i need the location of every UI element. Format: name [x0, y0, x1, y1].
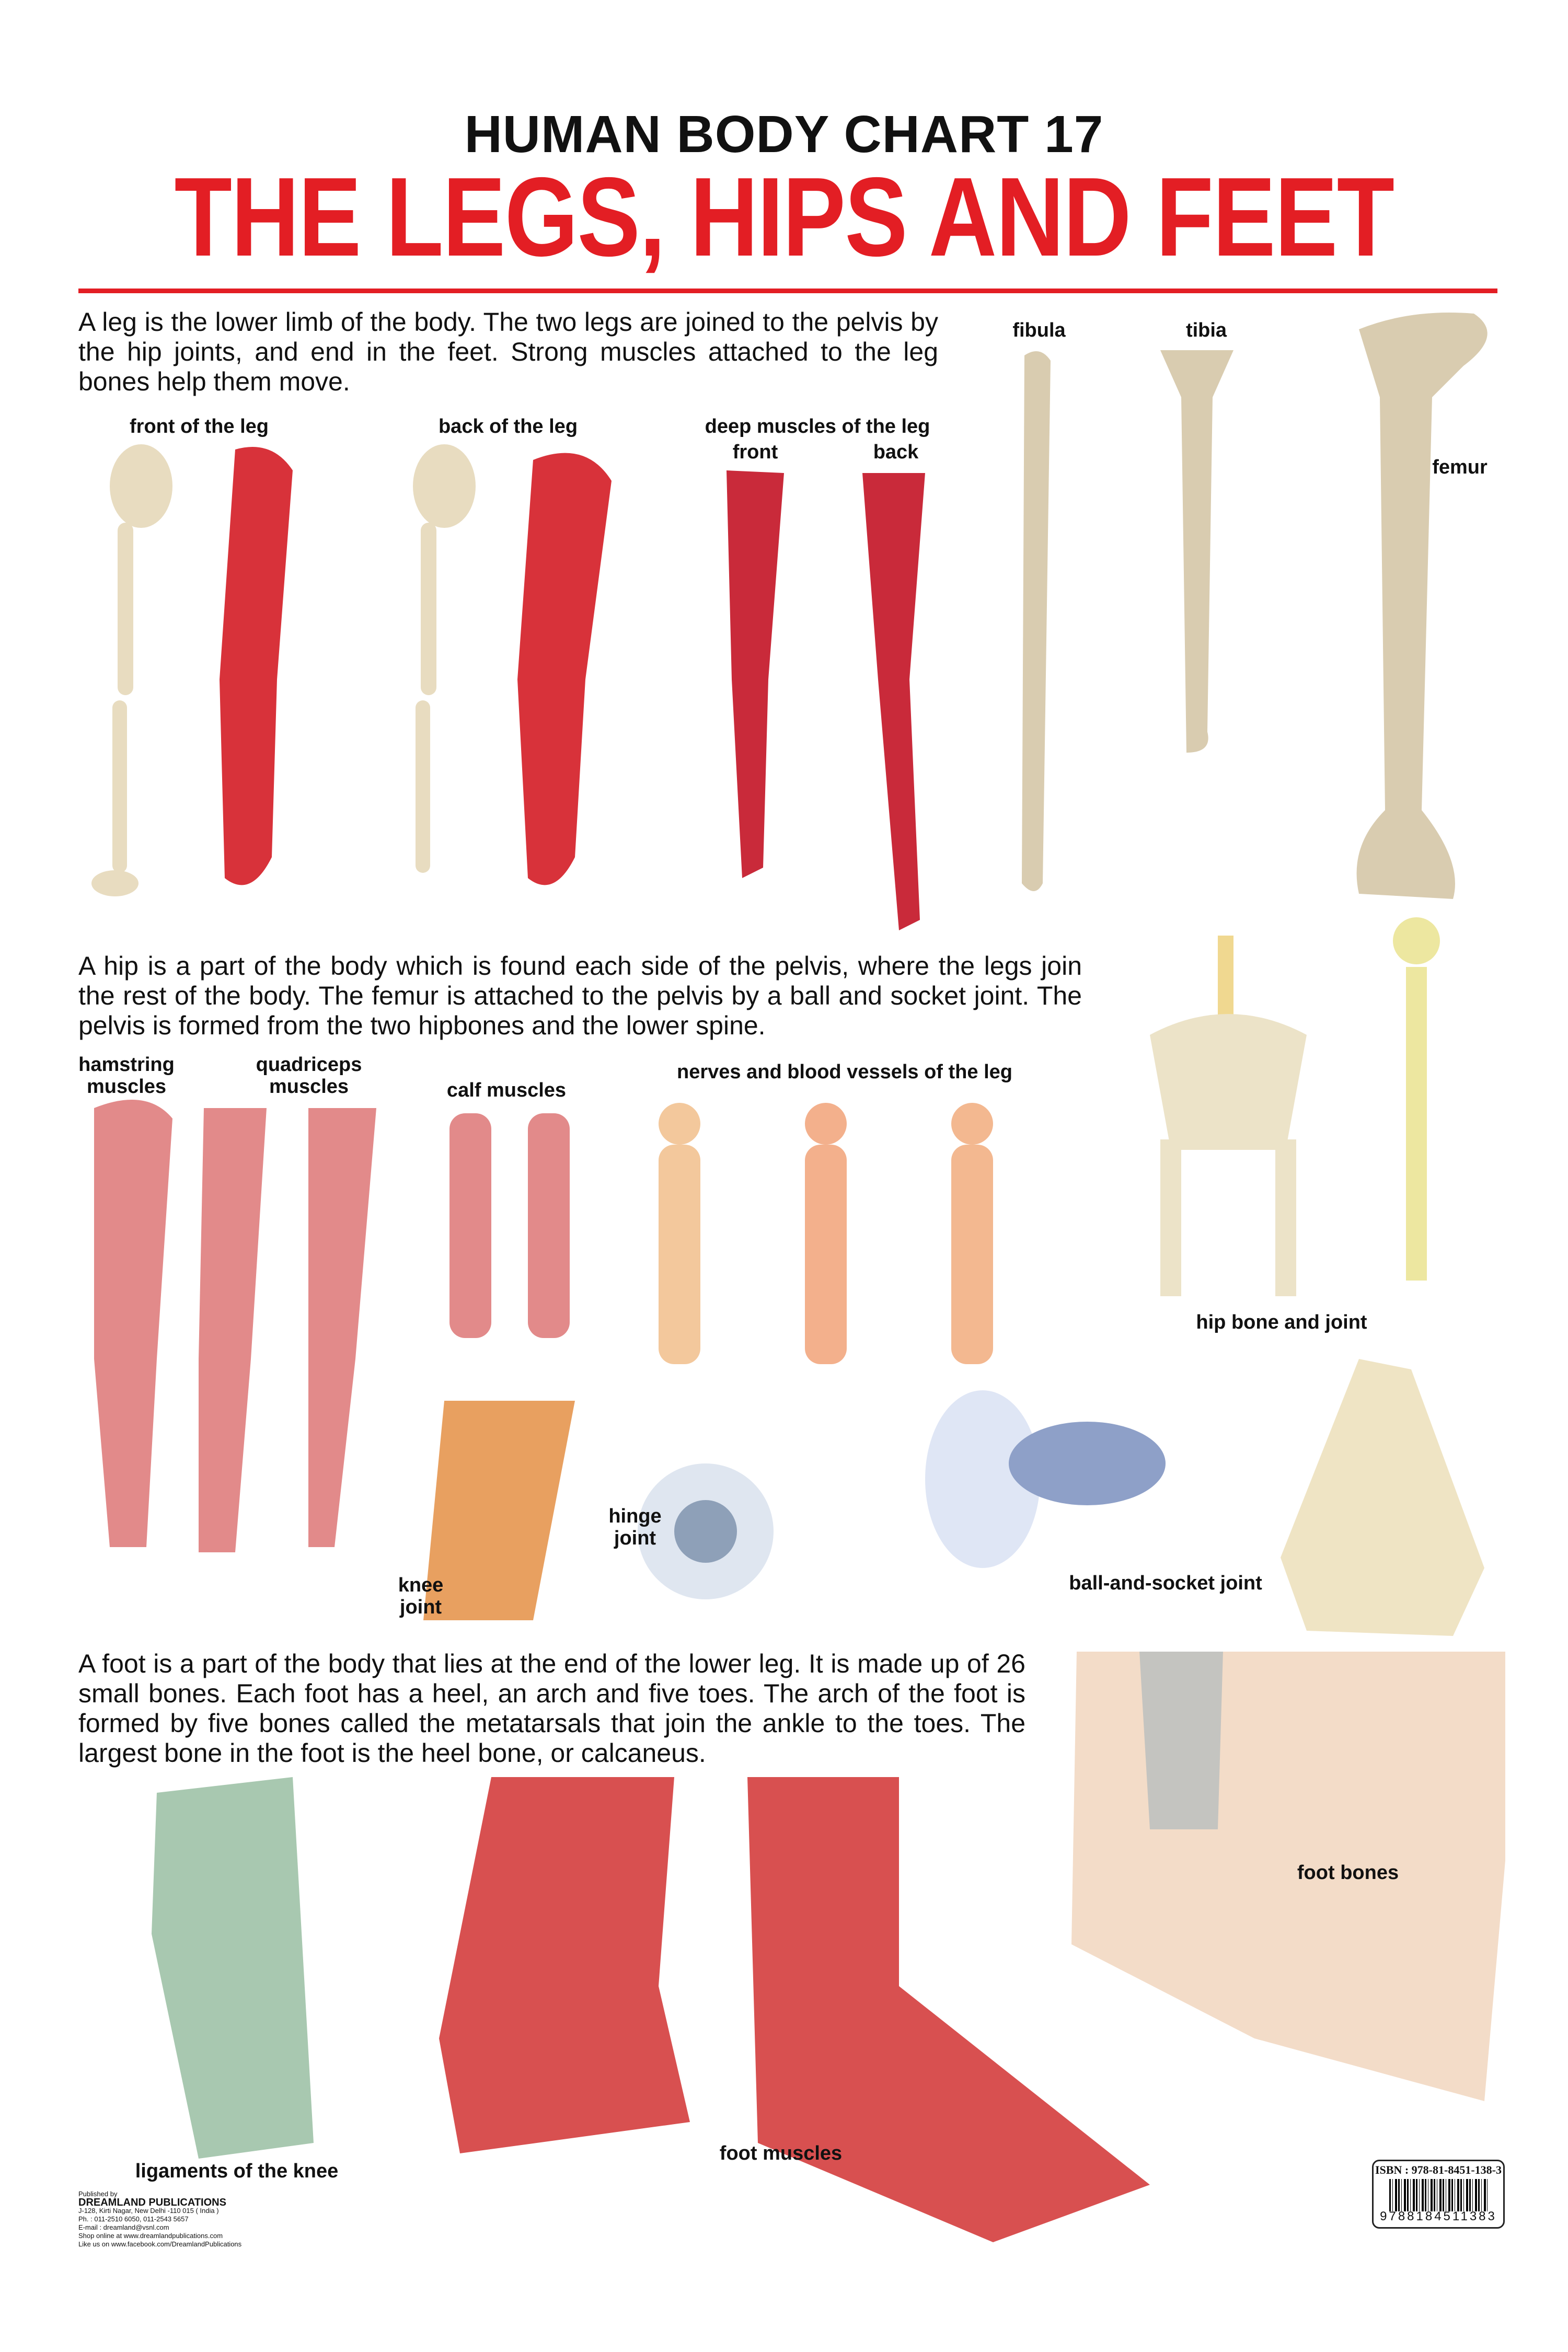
leg-skeleton-back [413, 444, 476, 873]
legs-paragraph: A leg is the lower limb of the body. The… [78, 307, 938, 396]
published-by: Published by [78, 2190, 118, 2198]
label-hamstring: hamstring muscles [78, 1054, 175, 1098]
quadriceps-muscles-2 [308, 1108, 376, 1547]
label-hinge-joint: hinge joint [608, 1505, 662, 1549]
publisher-shop: Shop online at www.dreamlandpublications… [78, 2232, 223, 2240]
foot-muscles-back-illustration [439, 1777, 690, 2153]
label-quadriceps: quadriceps muscles [256, 1054, 362, 1098]
barcode [1389, 2179, 1488, 2211]
circulatory-figure [951, 1103, 993, 1364]
publisher-facebook: Like us on www.facebook.com/DreamlandPub… [78, 2240, 242, 2248]
foot-bones-illustration [1071, 1652, 1505, 2101]
label-front-of-leg: front of the leg [130, 416, 269, 437]
label-calf: calf muscles [446, 1079, 567, 1101]
barcode-number: 9788184511383 [1380, 2209, 1497, 2223]
chart-subtitle: HUMAN BODY CHART 17 [464, 105, 1104, 164]
foot-muscles-illustration [747, 1777, 1150, 2242]
deep-muscles-front [727, 470, 784, 878]
label-ligaments: ligaments of the knee [135, 2160, 339, 2182]
calf-muscles-left [449, 1113, 491, 1338]
chart-title: THE LEGS, HIPS AND FEET [174, 154, 1394, 280]
publisher-email: E-mail : dreamland@vsnl.com [78, 2223, 169, 2231]
hip-pelvis [1150, 936, 1307, 1296]
publisher-name: DREAMLAND PUBLICATIONS [78, 2197, 226, 2208]
hip-joint-detail [1281, 1359, 1484, 1636]
hinge-joint-illustration [638, 1463, 774, 1599]
label-foot-muscles: foot muscles [719, 2142, 843, 2164]
isbn-box: ISBN : 978-81-8451-138-3 9788184511383 [1372, 2160, 1505, 2229]
label-hip-bone: hip bone and joint [1196, 1311, 1367, 1333]
leg-skeleton-front [91, 444, 172, 896]
knee-joint-illustration [423, 1401, 575, 1620]
label-tibia: tibia [1185, 319, 1227, 341]
leg-muscles-back [517, 453, 612, 885]
label-knee-joint: knee joint [398, 1574, 444, 1618]
deep-muscles-back [862, 473, 925, 930]
calf-muscles-right [528, 1113, 570, 1338]
leg-muscles-front [220, 447, 293, 885]
full-skeleton [1393, 917, 1440, 1281]
label-foot-bones: foot bones [1297, 1862, 1399, 1884]
label-femur: femur [1432, 456, 1488, 478]
label-fibula: fibula [1012, 319, 1066, 341]
knee-ligaments-illustration [152, 1777, 314, 2159]
fibula-bone [1022, 351, 1051, 891]
publisher-info: Published by DREAMLAND PUBLICATIONS J-12… [78, 2190, 241, 2249]
isbn-label: ISBN : 978-81-8451-138-3 [1375, 2163, 1502, 2176]
label-deep-muscles: deep muscles of the leg [705, 416, 930, 437]
label-nerves: nerves and blood vessels of the leg [677, 1061, 1012, 1083]
label-ball-socket: ball-and-socket joint [1069, 1572, 1262, 1594]
publisher-address: J-128, Kirti Nagar, New Delhi -110 015 (… [78, 2207, 219, 2215]
title-divider [78, 289, 1497, 293]
label-back-of-leg: back of the leg [438, 416, 578, 437]
hamstring-muscles [94, 1100, 172, 1547]
quadriceps-muscles-1 [199, 1108, 267, 1552]
ball-socket-illustration [925, 1390, 1166, 1568]
nervous-system-figure [659, 1103, 700, 1364]
tibia-bone [1160, 350, 1233, 753]
label-front: front [732, 441, 778, 463]
hips-paragraph: A hip is a part of the body which is fou… [78, 951, 1082, 1040]
publisher-phone: Ph. : 011-2510 6050, 011-2543 5657 [78, 2215, 189, 2223]
feet-paragraph: A foot is a part of the body that lies a… [78, 1649, 1025, 1768]
label-back: back [873, 441, 919, 463]
femur-bone [1356, 313, 1488, 899]
muscular-figure [805, 1103, 847, 1364]
